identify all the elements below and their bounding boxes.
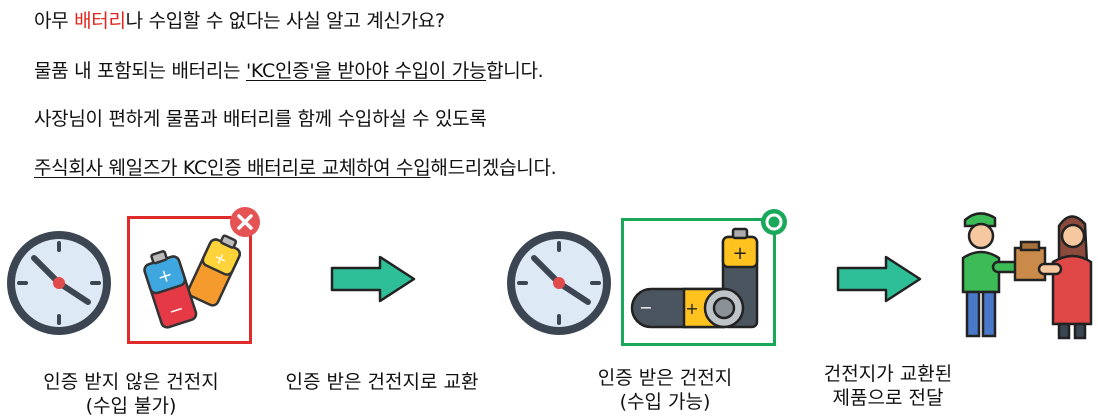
kc-cert-underlined: 'KC인증'을 받아야 수입이 가능: [245, 60, 487, 82]
step-1-caption-line-1: 인증 받지 않은 건전지: [43, 371, 219, 393]
batteries-icon: + − +: [630, 227, 759, 329]
batteries-icon: + + −: [143, 234, 241, 329]
company-underlined: 주식회사 웨일즈가 KC인증 배터리로 교체하여 수입: [34, 157, 431, 179]
approved-circle-icon: [761, 209, 787, 235]
intro-line-3: 사장님이 편하게 물품과 배터리를 함께 수입하실 수 있도록: [34, 104, 487, 131]
intro-line-1: 아무 배터리나 수입할 수 없다는 사실 알고 계신가요?: [34, 6, 445, 33]
step-3-caption-line-1: 인증 받은 건전지: [597, 367, 733, 389]
arrow-right-icon: [330, 255, 416, 303]
intro-line-3-text: 사장님이 편하게 물품과 배터리를 함께 수입하실 수 있도록: [34, 108, 487, 130]
uncertified-battery-box: + + −: [127, 216, 252, 344]
battery-highlight: 배터리: [74, 10, 126, 32]
step-4-caption: 건전지가 교환된 제품으로 전달: [808, 362, 968, 410]
step-1-caption: 인증 받지 않은 건전지 (수입 불가): [26, 370, 236, 418]
svg-text:+: +: [732, 243, 747, 264]
clock-icon: [7, 231, 111, 335]
svg-text:+: +: [155, 264, 176, 289]
step-3-caption: 인증 받은 건전지 (수입 가능): [570, 366, 760, 414]
delivery-icon: [961, 212, 1093, 340]
certified-battery-box: + − +: [621, 218, 776, 346]
intro-line-4-post: 해드리겠습니다.: [430, 157, 557, 179]
intro-line-1-post: 나 수입할 수 없다는 사실 알고 계신가요?: [125, 10, 445, 32]
step-4-caption-line-2: 제품으로 전달: [832, 387, 944, 409]
step-1-caption-line-2: (수입 불가): [85, 395, 177, 417]
intro-line-1-pre: 아무: [34, 10, 75, 32]
step-3-caption-line-2: (수입 가능): [619, 391, 711, 413]
svg-text:+: +: [685, 299, 698, 318]
svg-text:−: −: [166, 298, 187, 323]
intro-line-2: 물품 내 포함되는 배터리는 'KC인증'을 받아야 수입이 가능합니다.: [34, 56, 544, 83]
intro-line-4: 주식회사 웨일즈가 KC인증 배터리로 교체하여 수입해드리겠습니다.: [34, 153, 557, 180]
step-2-caption-line-1: 인증 받은 건전지로 교환: [285, 371, 479, 393]
reject-x-icon: [230, 207, 260, 237]
step-2-caption: 인증 받은 건전지로 교환: [262, 370, 502, 394]
step-4-caption-line-1: 건전지가 교환된: [823, 363, 953, 385]
clock-icon: [507, 231, 611, 335]
arrow-right-icon: [836, 255, 922, 303]
intro-line-2-post: 합니다.: [486, 60, 544, 82]
svg-text:−: −: [639, 298, 652, 317]
intro-line-2-pre: 물품 내 포함되는 배터리는: [34, 60, 246, 82]
